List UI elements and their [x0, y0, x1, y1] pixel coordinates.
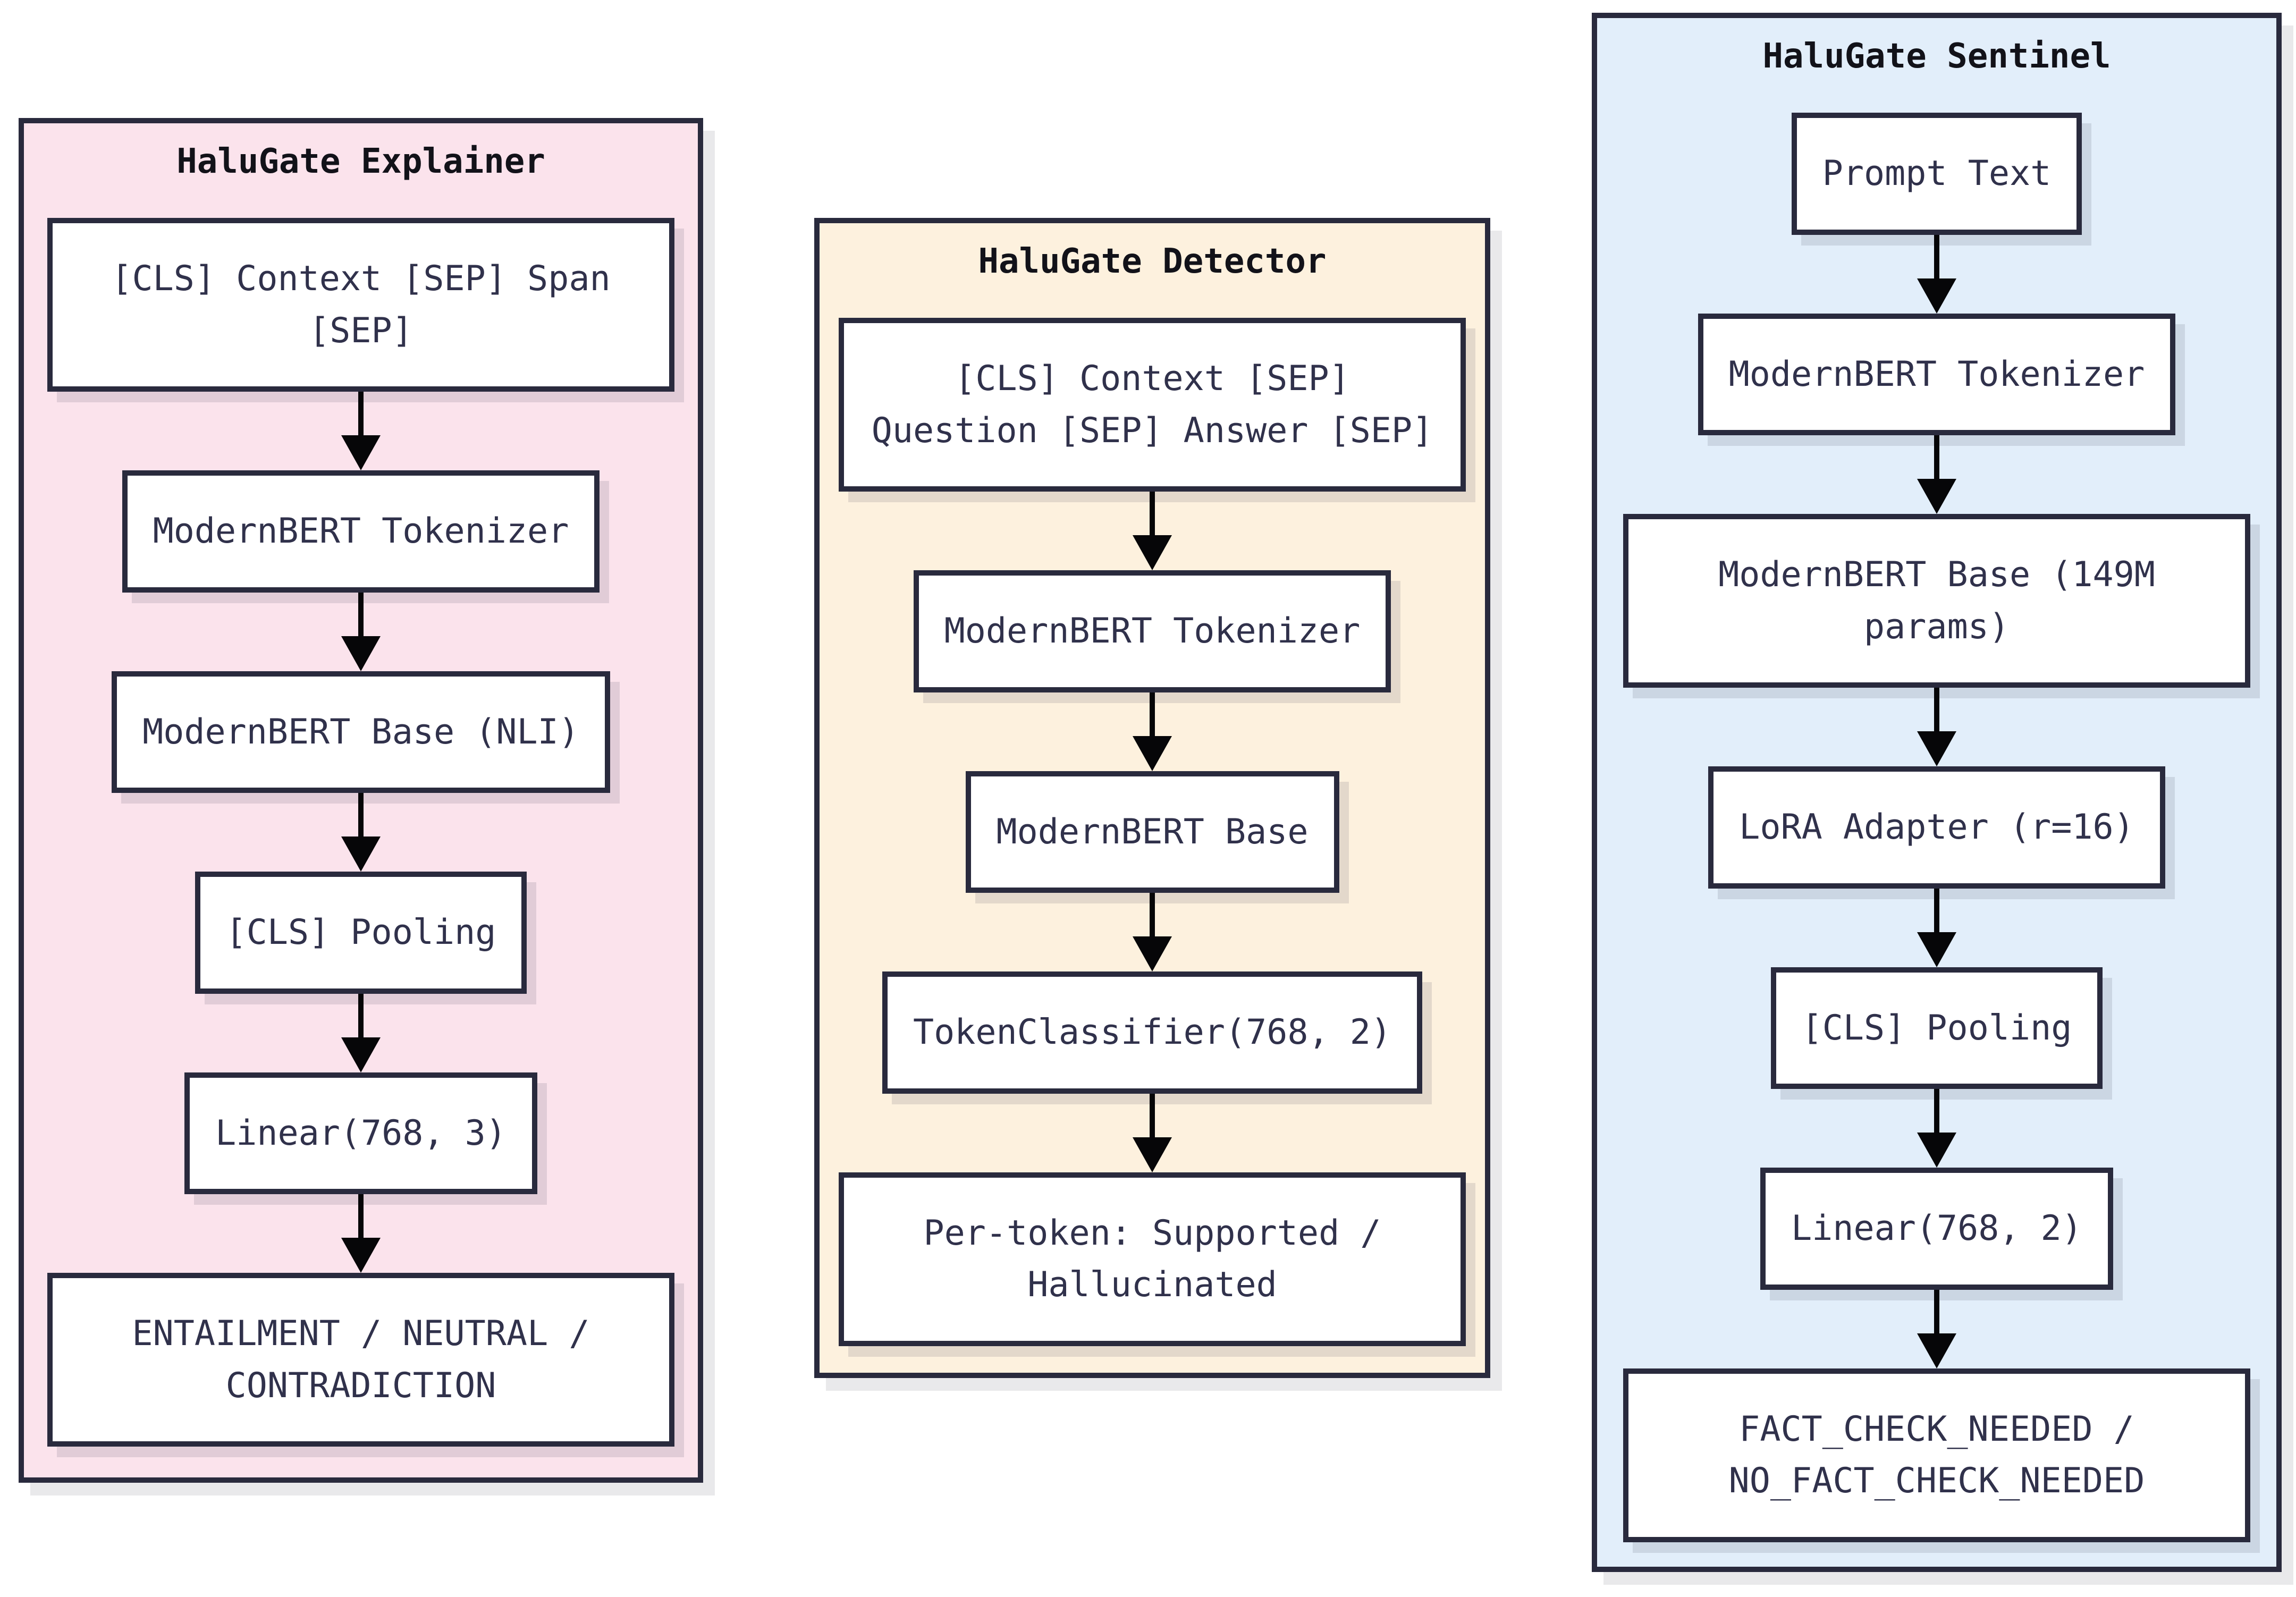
arrow-stem [358, 993, 364, 1037]
arrow-head [1917, 479, 1956, 514]
arrow-head [1917, 1133, 1956, 1168]
flow-node: Per-token: Supported / Hallucinated [839, 1172, 1466, 1346]
arrow-down-icon [1917, 234, 1956, 314]
arrow-down-icon [1133, 492, 1172, 570]
arrow-stem [1934, 234, 1939, 278]
arrow-stem [1934, 688, 1939, 731]
arrow-down-icon [341, 993, 381, 1072]
flow-node: ModernBERT Base [965, 771, 1339, 893]
arrow-stem [1934, 435, 1939, 479]
arrow-head [341, 1238, 381, 1273]
flow-node: Prompt Text [1791, 113, 2082, 235]
arrow-stem [1934, 1089, 1939, 1133]
panel-halugate-detector: HaluGate Detector [CLS] Context [SEP] Qu… [814, 218, 1490, 1378]
arrow-head [1917, 1333, 1956, 1368]
arrow-head [1917, 932, 1956, 967]
flow-node: [CLS] Pooling [1770, 967, 2103, 1089]
arrow-down-icon [1917, 1289, 1956, 1368]
arrow-head [1133, 535, 1172, 570]
panel-title-sentinel: HaluGate Sentinel [1762, 37, 2111, 76]
arrow-head [341, 1037, 381, 1072]
arrow-down-icon [341, 592, 381, 671]
arrow-down-icon [1917, 688, 1956, 766]
flow-node: ModernBERT Tokenizer [1698, 313, 2176, 435]
arrow-down-icon [341, 1194, 381, 1273]
arrow-down-icon [1917, 1089, 1956, 1168]
arrow-head [1133, 1137, 1172, 1172]
flow-node: Linear(768, 2) [1760, 1168, 2113, 1290]
arrow-stem [358, 392, 364, 435]
panel-title-detector: HaluGate Detector [978, 242, 1327, 281]
flow-node: ModernBERT Base (149M params) [1623, 514, 2250, 688]
arrow-stem [358, 1194, 364, 1238]
flow-node: [CLS] Context [SEP] Span [SEP] [47, 218, 674, 392]
flow-node: [CLS] Pooling [195, 872, 527, 994]
arrow-down-icon [341, 392, 381, 470]
flow-node: ModernBERT Tokenizer [122, 470, 600, 593]
panel-title-explainer: HaluGate Explainer [176, 142, 545, 181]
arrow-stem [358, 592, 364, 636]
arrow-stem [1934, 888, 1939, 932]
arrow-down-icon [341, 793, 381, 872]
flow-node: ENTAILMENT / NEUTRAL / CONTRADICTION [47, 1273, 674, 1447]
arrow-down-icon [1133, 893, 1172, 971]
arrow-stem [1150, 893, 1155, 936]
flow-node: TokenClassifier(768, 2) [882, 971, 1423, 1094]
flow-node: ModernBERT Base (NLI) [112, 671, 610, 793]
arrow-down-icon [1917, 888, 1956, 967]
arrow-stem [1150, 1093, 1155, 1137]
arrow-stem [1150, 692, 1155, 736]
arrow-head [1917, 731, 1956, 766]
arrow-down-icon [1917, 435, 1956, 514]
flow-node: Linear(768, 3) [184, 1072, 537, 1194]
flow-node: LoRA Adapter (r=16) [1708, 766, 2165, 889]
arrow-head [341, 435, 381, 470]
flow-nodes-detector: [CLS] Context [SEP] Question [SEP] Answe… [839, 318, 1466, 1346]
arrow-stem [358, 793, 364, 836]
arrow-down-icon [1133, 1093, 1172, 1172]
panel-halugate-explainer: HaluGate Explainer [CLS] Context [SEP] S… [19, 118, 703, 1483]
flow-node: [CLS] Context [SEP] Question [SEP] Answe… [839, 318, 1466, 492]
arrow-stem [1934, 1289, 1939, 1333]
flow-node: FACT_CHECK_NEEDED / NO_FACT_CHECK_NEEDED [1623, 1368, 2250, 1542]
flow-nodes-explainer: [CLS] Context [SEP] Span [SEP] ModernBERT… [47, 218, 674, 1447]
arrow-head [1917, 278, 1956, 314]
arrow-head [341, 636, 381, 671]
arrow-stem [1150, 492, 1155, 535]
arrow-head [1133, 736, 1172, 771]
arrow-head [341, 836, 381, 872]
flow-node: ModernBERT Tokenizer [913, 570, 1391, 692]
arrow-head [1133, 936, 1172, 971]
arrow-down-icon [1133, 692, 1172, 771]
